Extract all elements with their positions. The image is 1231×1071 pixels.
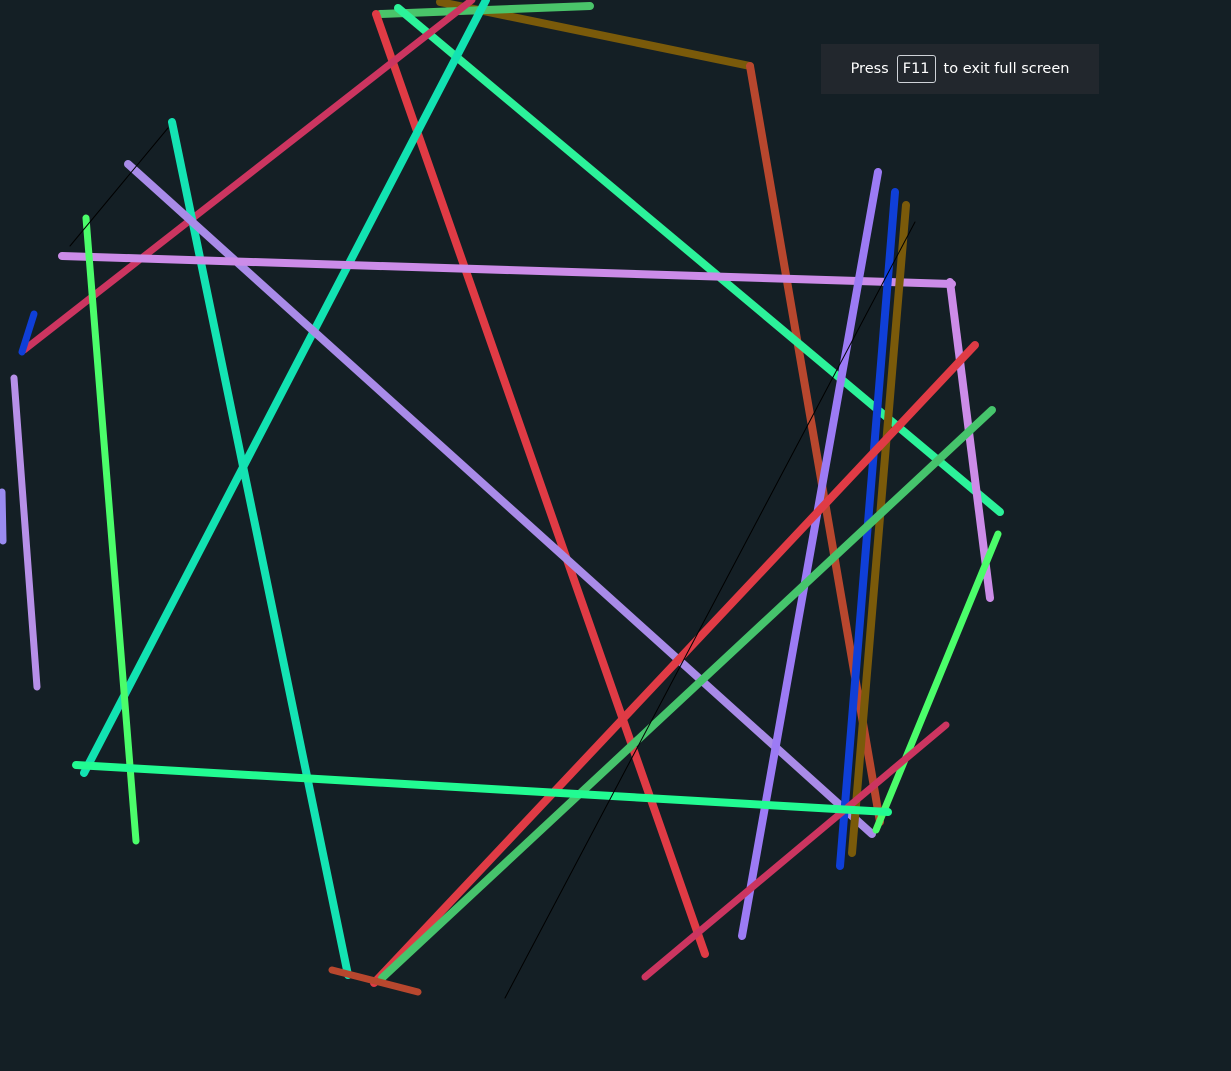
line-segment-12 <box>82 214 140 845</box>
line-segment-6 <box>20 0 476 354</box>
line-segment-11 <box>946 278 994 602</box>
line-segment-22 <box>72 761 892 816</box>
line-segment-9 <box>124 160 876 838</box>
line-segment-25 <box>69 127 169 247</box>
line-segment-14 <box>0 488 7 545</box>
line-segment-19 <box>378 406 996 982</box>
line-segment-10 <box>58 252 956 288</box>
line-segment-24 <box>504 221 916 999</box>
line-segment-21 <box>641 721 950 981</box>
line-segment-20 <box>872 530 1002 834</box>
fullscreen-exit-notice: Press F11 to exit full screen <box>821 44 1099 94</box>
f11-key-hint: F11 <box>896 54 936 84</box>
line-segment-1 <box>746 62 884 826</box>
line-segments <box>0 0 1004 999</box>
line-segment-5 <box>80 0 490 777</box>
line-segment-23 <box>328 966 422 996</box>
line-segment-17 <box>848 201 910 857</box>
notice-prefix: Press <box>850 61 889 77</box>
line-segment-7 <box>18 310 38 356</box>
line-segment-13 <box>10 374 41 691</box>
notice-suffix: to exit full screen <box>943 61 1070 77</box>
line-segment-18 <box>370 341 979 987</box>
